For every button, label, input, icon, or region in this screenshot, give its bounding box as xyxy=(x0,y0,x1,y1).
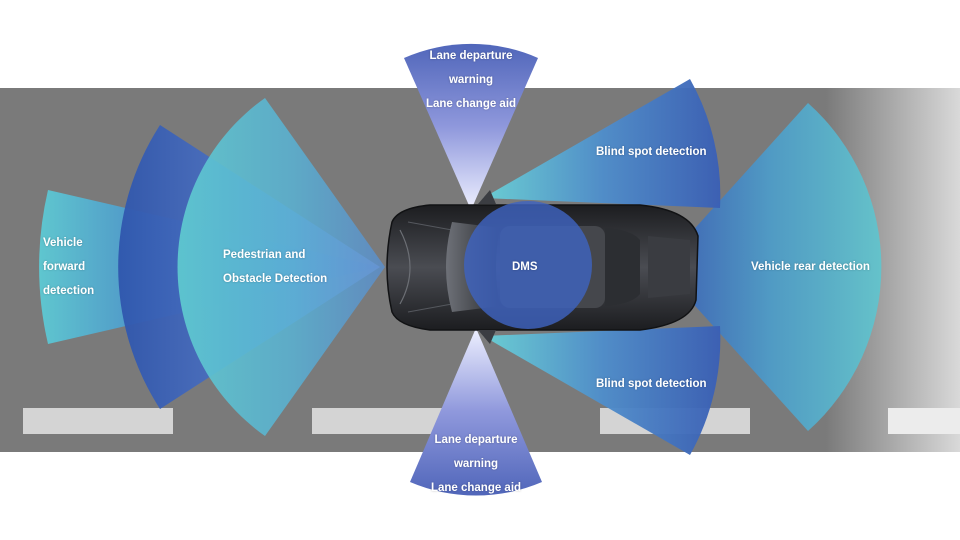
blind-spot-label-bottom: Blind spot detection xyxy=(596,378,707,390)
blind-spot-label-top: Blind spot detection xyxy=(596,146,707,158)
pedestrian-obstacle-label: Pedestrian and Obstacle Detection xyxy=(223,249,328,285)
blind-spot-zone-bottom xyxy=(483,326,721,455)
dms-zone xyxy=(464,201,592,329)
lane-departure-zone-bottom xyxy=(410,328,542,496)
rear-detection-zone xyxy=(660,103,882,431)
lane-departure-zone-top xyxy=(404,43,538,211)
vehicle-forward-detection-label: Vehicle forward detection xyxy=(43,237,95,297)
pedestrian-obstacle-zone xyxy=(177,98,385,436)
dms-label: DMS xyxy=(512,261,538,273)
blind-spot-zone-top xyxy=(483,79,721,208)
lane-departure-label-top: Lane departure warning Lane change aid xyxy=(425,50,517,110)
vehicle-rear-detection-label: Vehicle rear detection xyxy=(751,261,870,273)
lane-departure-label-bottom: Lane departure warning Lane change aid xyxy=(430,434,522,494)
